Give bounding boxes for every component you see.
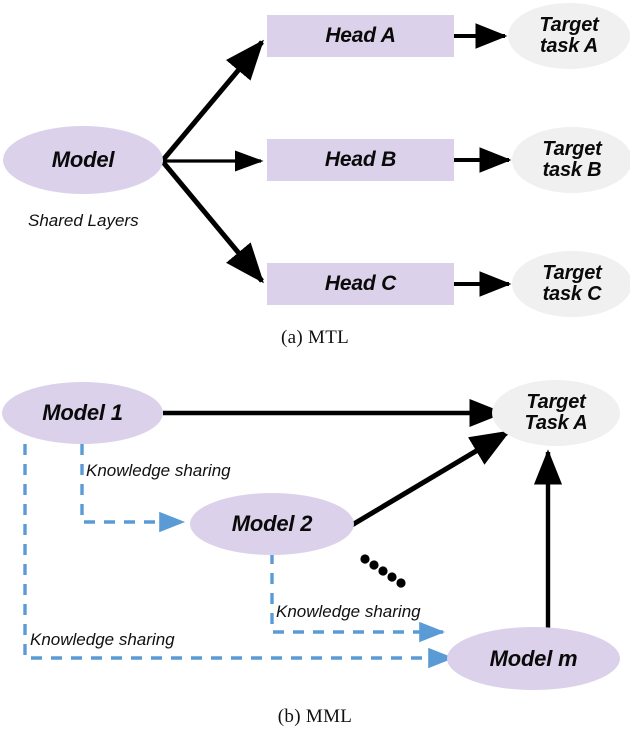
node-model-m[interactable]: Model m bbox=[447, 627, 620, 690]
arrow-model-to-head-a bbox=[161, 39, 264, 162]
edge-label-knowledge-sharing-2: Knowledge sharing bbox=[276, 602, 421, 621]
arrow-model-to-head-c bbox=[161, 160, 264, 284]
node-model-m-label: Model m bbox=[489, 645, 578, 671]
node-target-task-a[interactable]: Target task A bbox=[508, 3, 630, 69]
node-model-2[interactable]: Model 2 bbox=[190, 493, 354, 555]
node-head-c[interactable]: Head C bbox=[267, 263, 454, 305]
node-target-task-b-label: Target task B bbox=[542, 137, 602, 181]
node-model[interactable]: Model bbox=[3, 126, 163, 194]
edge-label-knowledge-sharing-1: Knowledge sharing bbox=[86, 461, 231, 480]
node-model-2-label: Model 2 bbox=[231, 511, 313, 537]
node-head-c-label: Head C bbox=[324, 271, 397, 295]
node-target-task-a-label: Target task A bbox=[539, 13, 599, 57]
shared-layers-label: Shared Layers bbox=[28, 211, 139, 230]
node-head-a[interactable]: Head A bbox=[267, 15, 454, 57]
node-head-b[interactable]: Head B bbox=[267, 139, 454, 181]
node-model-1-label: Model 1 bbox=[42, 400, 123, 426]
node-target-task-a-mml-label: Target Task A bbox=[524, 390, 588, 434]
ellipsis-dots-icon bbox=[360, 554, 406, 588]
node-model-1[interactable]: Model 1 bbox=[2, 382, 163, 444]
node-target-task-c[interactable]: Target task C bbox=[512, 251, 630, 317]
node-head-a-label: Head A bbox=[325, 23, 396, 47]
node-target-task-c-label: Target task C bbox=[542, 261, 602, 305]
node-model-label: Model bbox=[51, 147, 115, 173]
node-head-b-label: Head B bbox=[324, 147, 397, 171]
edge-label-knowledge-sharing-3: Knowledge sharing bbox=[30, 630, 175, 649]
caption-panel-b: (b) MML bbox=[277, 706, 353, 727]
node-target-task-b[interactable]: Target task B bbox=[512, 127, 630, 193]
caption-panel-a: (a) MTL bbox=[280, 327, 350, 348]
dashed-arrow-model1-to-model2 bbox=[80, 444, 186, 533]
node-target-task-a-mml[interactable]: Target Task A bbox=[492, 380, 620, 446]
arrow-model2-to-target bbox=[350, 429, 511, 528]
